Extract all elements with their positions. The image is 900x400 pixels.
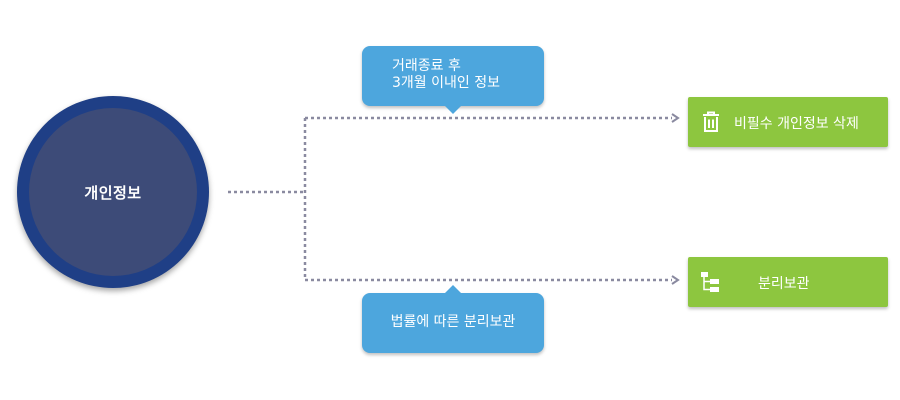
- personal-info-node-inner: 개인정보: [29, 108, 197, 276]
- trash-icon: [703, 111, 719, 132]
- legal-note-text: 법률에 따른 분리보관: [390, 314, 516, 330]
- personal-info-label: 개인정보: [84, 183, 142, 202]
- separate-storage-box: 분리보관: [688, 257, 888, 307]
- retention-note-line1: 거래종료 후: [392, 58, 461, 74]
- delete-action-box: 비필수 개인정보 삭제: [688, 97, 888, 147]
- folder-tree-icon: [701, 272, 719, 292]
- arrow-head-top: [671, 113, 680, 123]
- retention-note-text: 거래종료 후 3개월 이내인 정보: [392, 58, 500, 92]
- retention-note-line2: 3개월 이내인 정보: [392, 75, 500, 91]
- separate-storage-label: 분리보관: [758, 276, 810, 292]
- retention-note-bubble: 거래종료 후 3개월 이내인 정보: [362, 46, 544, 114]
- arrow-head-bottom: [671, 275, 680, 285]
- personal-info-node: 개인정보: [17, 96, 209, 288]
- legal-note-bubble: 법률에 따른 분리보관: [362, 285, 544, 353]
- delete-action-label: 비필수 개인정보 삭제: [734, 116, 859, 132]
